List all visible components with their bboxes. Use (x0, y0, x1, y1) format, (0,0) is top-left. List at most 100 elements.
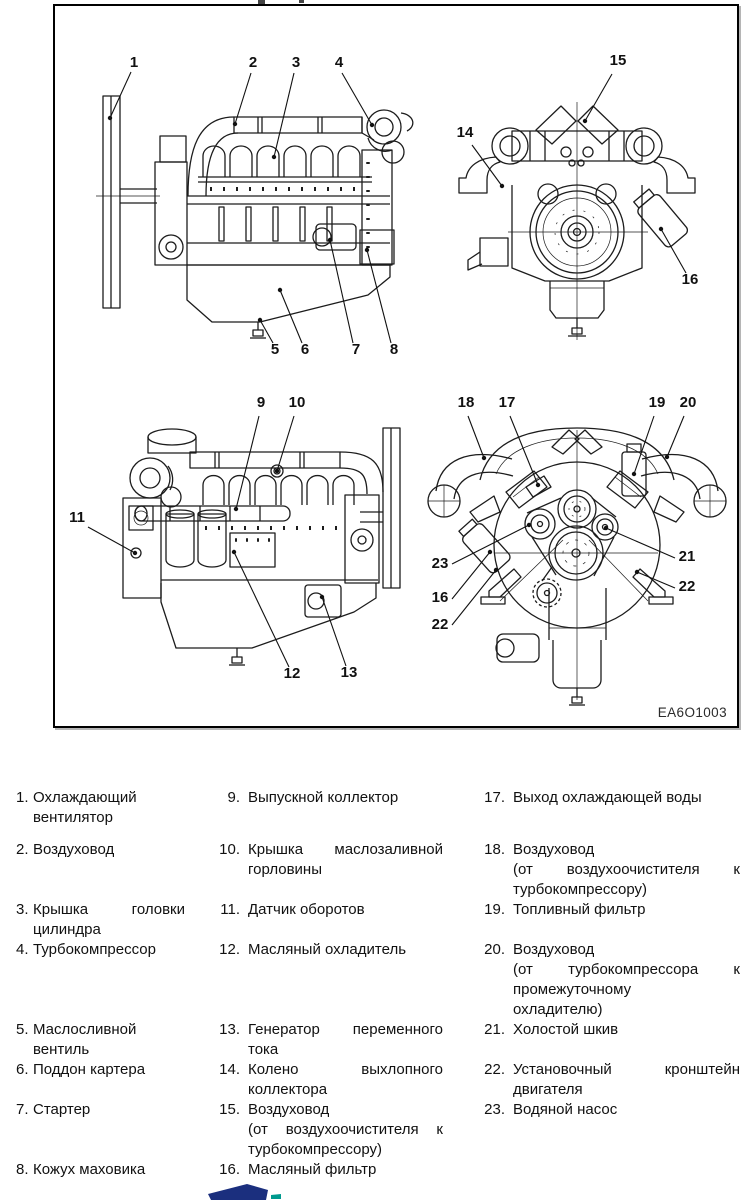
callout-number: 22 (679, 578, 696, 595)
legend-item-text: Поддон картера (33, 1061, 146, 1078)
air-duct-left (435, 453, 513, 492)
leader-line (633, 415, 655, 475)
leader-line (636, 571, 676, 589)
leader-dot (274, 468, 280, 474)
starter (315, 223, 357, 251)
leader-dot (481, 455, 487, 461)
callout-number: 15 (610, 52, 627, 69)
leader-line (109, 71, 132, 119)
leader-dot (257, 317, 263, 323)
legend-item-text: Колено выхлопного коллектора (248, 1061, 443, 1098)
callout-number: 1 (130, 54, 138, 71)
oil-filter (458, 518, 511, 574)
leader-dot (603, 525, 609, 531)
leader-dot (277, 287, 283, 293)
oil-filler-cap (270, 464, 284, 478)
cylinder-head-cover (202, 474, 225, 505)
leader-line (321, 596, 347, 667)
legend-item-number: 15. (219, 1101, 240, 1118)
legend-item-number: 8. (16, 1161, 29, 1178)
legend-item-text: Воздуховод (33, 841, 115, 858)
leader-dot (231, 549, 237, 555)
engine-view-rear (427, 427, 727, 706)
callout-number: 10 (289, 394, 306, 411)
leader-dot (271, 154, 277, 160)
callout-number: 21 (679, 548, 696, 565)
speed-sensor (130, 547, 142, 559)
leader-line (451, 569, 497, 626)
leader-dot (664, 454, 670, 460)
legend-item-text: Стартер (33, 1101, 91, 1118)
legend-item-text: Воздуховод (от воздухоочистителя к турбо… (248, 1101, 443, 1158)
leader-line (329, 239, 354, 344)
callout-number: 22 (432, 616, 449, 633)
callout-number: 17 (499, 394, 516, 411)
legend-item-text: Выход охлаждающей воды (513, 789, 702, 806)
legend-item-number: 9. (227, 789, 240, 806)
callout-number: 13 (341, 664, 358, 681)
leader-line (366, 249, 392, 344)
legend-item-number: 1. (16, 789, 29, 806)
leader-line (451, 551, 491, 600)
legend-item-number: 22. (484, 1061, 505, 1078)
oil-filter (165, 513, 195, 568)
leader-line (584, 73, 613, 122)
legend-item-number: 13. (219, 1021, 240, 1038)
leader-dot (582, 118, 588, 124)
legend-item-text: Кожух маховика (33, 1161, 146, 1178)
leader-dot (658, 226, 664, 232)
legend-item-number: 20. (484, 941, 505, 958)
leader-line (276, 415, 295, 472)
leader-line (451, 524, 530, 565)
leader-line (87, 526, 136, 554)
legend-item-number: 11. (220, 901, 240, 918)
leader-line (341, 72, 373, 126)
legend-item-text: Воздуховод (от воздухоочистителя к турбо… (513, 841, 740, 898)
legend-item-number: 2. (16, 841, 29, 858)
legend-item-number: 7. (16, 1101, 29, 1118)
brand-logo-fragment (208, 1184, 281, 1200)
legend-item-text: Водяной насос (513, 1101, 618, 1118)
legend-item-number: 21. (484, 1021, 505, 1038)
engine-mount-bracket (488, 568, 522, 598)
water-outlet (525, 475, 552, 498)
leader-dot (327, 237, 333, 243)
legend-item-text: Крышка маслозаливной горловины (248, 841, 443, 878)
idle-pulley (591, 513, 619, 541)
oil-cooler (229, 532, 276, 568)
legend-item-number: 18. (484, 841, 505, 858)
legend-item-number: 12. (219, 941, 240, 958)
leader-line (233, 551, 290, 668)
legend-item-number (443, 1160, 513, 1188)
legend-item-text: Масляный фильтр (248, 1161, 377, 1178)
callout-number: 20 (680, 394, 697, 411)
leader-dot (631, 471, 637, 477)
legend-item-text: Выпускной коллектор (248, 789, 399, 806)
leader-line (471, 144, 503, 187)
diagram-border-box (53, 4, 739, 728)
cropped-print-marks (258, 0, 304, 4)
oil-pan (548, 588, 607, 640)
callout-number: 18 (458, 394, 475, 411)
legend-item-text: Топливный фильтр (513, 901, 646, 918)
leader-line (660, 228, 687, 274)
exhaust-elbow (458, 156, 501, 194)
callout-number: 9 (257, 394, 265, 411)
oil-pan (160, 583, 377, 649)
logo-teal-shape (271, 1194, 281, 1199)
engine-view-front (458, 102, 696, 340)
alternator (304, 584, 342, 618)
figure-code: EA6O1003 (657, 705, 727, 720)
leader-dot (369, 122, 375, 128)
leader-dot (364, 247, 370, 253)
air-duct (535, 105, 577, 145)
leader-dot (233, 506, 239, 512)
logo-navy-shape (208, 1184, 268, 1200)
legend-item-text: Крышка головки цилиндра (33, 901, 185, 938)
callout-number: 11 (69, 509, 85, 526)
legend-item-number: 14. (219, 1061, 240, 1078)
legend-item-text: Холостой шкив (513, 1021, 619, 1038)
legend-item-number: 16. (219, 1161, 240, 1178)
legend-item-text: Охлаждающий вентилятор (33, 789, 137, 826)
